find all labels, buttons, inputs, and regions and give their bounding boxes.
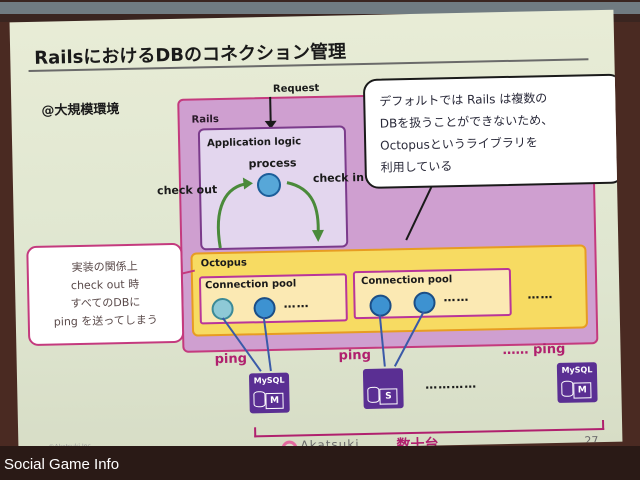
callout-right: デフォルトでは Rails は複数の DBを扱うことができないため、 Octop…: [362, 73, 623, 189]
callout-right-line: デフォルトでは Rails は複数の: [379, 91, 548, 109]
callout-left-line: ping を送ってしまう: [53, 313, 158, 329]
callout-left: 実装の関係上 check out 時 すべてのDBに ping を送ってしまう: [26, 242, 185, 347]
db-ellipsis: …………: [425, 376, 478, 392]
db-badge: M: [265, 392, 284, 410]
ping-label: ping: [338, 347, 372, 364]
ping-label: ping: [214, 351, 248, 368]
mysql-slave-icon: S: [362, 368, 404, 410]
presentation-slide: RailsにおけるDBのコネクション管理 @大規模環境 Rails Reques…: [9, 9, 623, 455]
database-cylinder-icon: [253, 391, 266, 408]
mysql-master-icon: MySQL M: [556, 362, 598, 403]
callout-right-line: Octopusというライブラリを: [380, 135, 538, 153]
projector-menubar: [0, 2, 640, 14]
database-cylinder-icon: [367, 386, 380, 403]
callout-right-line: DBを扱うことができないため、: [379, 113, 554, 131]
db-badge: M: [573, 382, 592, 399]
mysql-master-icon: MySQL M: [248, 372, 290, 414]
wall-bottom: [0, 446, 640, 480]
callout-left-line: check out 時: [70, 277, 140, 293]
diagram-connectors: [156, 177, 434, 372]
db-name: MySQL: [253, 375, 285, 386]
callout-left-line: 実装の関係上: [71, 259, 138, 275]
watermark: Social Game Info: [4, 456, 120, 473]
callout-left-line: すべてのDBに: [70, 295, 141, 311]
ping-label: …… ping: [502, 341, 566, 359]
database-cylinder-icon: [561, 380, 574, 397]
callout-right-line: 利用している: [380, 159, 453, 175]
db-name: MySQL: [561, 365, 593, 375]
db-badge: S: [379, 388, 398, 405]
